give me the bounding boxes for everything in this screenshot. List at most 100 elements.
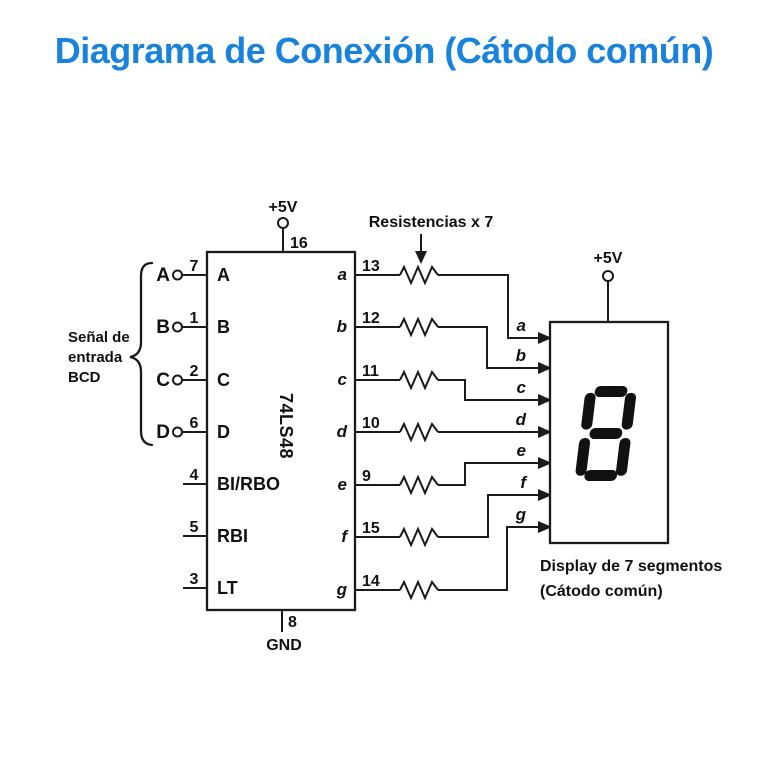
input-d-terminal-icon	[172, 426, 183, 438]
segment-g	[589, 427, 623, 440]
resistors-arrow-icon	[415, 251, 427, 264]
output-row-b: b 12 b	[337, 310, 552, 374]
ic-vcc-terminal-icon	[277, 217, 289, 229]
ic-pin-label-c: C	[217, 370, 230, 390]
bcd-label-line1: Señal de	[68, 329, 130, 346]
arrowhead-f-icon	[538, 489, 552, 501]
arrowhead-a-icon	[538, 332, 552, 344]
ic-body	[205, 250, 357, 612]
output-row-c: c 11 c	[338, 363, 552, 406]
segment-b	[621, 392, 637, 430]
ic-seg-label-c: c	[338, 370, 348, 389]
ic-seg-label-d: d	[337, 422, 348, 441]
resistor-e-icon	[399, 474, 439, 496]
wire-g	[355, 526, 539, 591]
control-row-rbi: 5 RBI	[183, 519, 248, 546]
display-seg-label-a: a	[517, 316, 526, 335]
arrowhead-b-icon	[538, 362, 552, 374]
display-caption-line1: Display de 7 segmentos	[540, 558, 722, 575]
ic-gnd-label: GND	[266, 637, 302, 654]
input-d-label: D	[156, 422, 170, 443]
ic-seg-label-b: b	[337, 317, 347, 336]
ic-pin-label-rbi: RBI	[217, 526, 248, 546]
input-row-d: D 6 D	[156, 415, 230, 443]
ic-seg-label-g: g	[336, 580, 348, 599]
input-b-terminal-icon	[172, 321, 183, 333]
ic-pin-label-birbo: BI/RBO	[217, 474, 280, 494]
display-seg-label-c: c	[517, 378, 527, 397]
input-a-pin-number: 7	[190, 258, 199, 275]
input-c-label: C	[156, 370, 170, 391]
ic-gnd-pin-number: 8	[288, 614, 297, 631]
control-row-birbo: 4 BI/RBO	[183, 467, 280, 494]
segment-f	[581, 392, 596, 430]
arrowhead-c-icon	[538, 394, 552, 406]
output-row-d: d 10 d	[337, 410, 552, 443]
input-a-terminal-icon	[172, 269, 183, 281]
display-seg-label-e: e	[517, 441, 526, 460]
wire-b	[355, 326, 539, 369]
display-seg-label-f: f	[520, 473, 528, 492]
ic-seg-label-f: f	[341, 527, 349, 546]
ic-pin-label-a: A	[217, 265, 230, 285]
page-title: Diagrama de Conexión (Cátodo común)	[54, 30, 714, 71]
resistor-d-icon	[399, 421, 439, 443]
input-c-terminal-icon	[172, 374, 183, 386]
wire-a	[355, 274, 539, 339]
display-seg-label-b: b	[516, 346, 526, 365]
wire-e	[355, 462, 539, 486]
input-d-pin-number: 6	[190, 415, 199, 432]
wire-c	[355, 379, 539, 401]
display-caption-line2: (Cátodo común)	[540, 583, 663, 600]
bcd-label-line3: BCD	[68, 369, 101, 386]
arrowhead-e-icon	[538, 457, 552, 469]
output-a-pin-number: 13	[362, 258, 380, 275]
input-b-label: B	[156, 317, 170, 338]
ic-pin-label-d: D	[217, 422, 230, 442]
bcd-label-line2: entrada	[68, 349, 123, 366]
output-b-pin-number: 12	[362, 310, 380, 327]
input-a-label: A	[156, 265, 170, 286]
resistor-f-icon	[399, 526, 439, 548]
segment-d	[584, 469, 618, 482]
input-row-b: B 1 B	[156, 310, 230, 338]
arrowhead-d-icon	[538, 426, 552, 438]
input-row-a: A 7 A	[156, 258, 230, 286]
arrowhead-g-icon	[538, 521, 552, 533]
control-row-lt: 3 LT	[183, 571, 238, 598]
ic-seg-label-e: e	[338, 475, 347, 494]
input-b-pin-number: 1	[190, 310, 199, 327]
seven-segment-digit	[575, 386, 637, 482]
ic-pin-label-b: B	[217, 317, 230, 337]
display-seg-label-d: d	[516, 410, 527, 429]
display-vcc-label: +5V	[594, 250, 623, 267]
ic-vcc-pin-number: 16	[290, 235, 308, 252]
ic-pin-label-lt: LT	[217, 578, 238, 598]
resistor-c-icon	[399, 369, 439, 391]
output-row-g: g 14 g	[336, 505, 552, 601]
segment-a	[594, 386, 628, 398]
output-g-pin-number: 14	[362, 573, 380, 590]
resistor-a-icon	[399, 264, 439, 286]
display-vcc-terminal-icon	[602, 270, 614, 282]
ic-vcc-label: +5V	[269, 199, 298, 216]
resistors-label: Resistencias x 7	[369, 214, 494, 231]
display-seg-label-g: g	[515, 505, 527, 524]
output-row-e: e 9 e	[338, 441, 552, 496]
output-row-a: a 13 a	[338, 258, 552, 344]
ic-name-label: 74LS48	[276, 393, 296, 459]
input-row-c: C 2 C	[156, 363, 230, 391]
control-rbi-pin-number: 5	[190, 519, 199, 536]
segment-e	[575, 437, 591, 476]
output-row-f: f 15 f	[341, 473, 552, 548]
wire-f	[355, 494, 539, 538]
segment-c	[616, 437, 631, 476]
output-f-pin-number: 15	[362, 520, 380, 537]
resistor-b-icon	[399, 316, 439, 338]
output-c-pin-number: 11	[362, 363, 379, 380]
control-birbo-pin-number: 4	[190, 467, 199, 484]
output-d-pin-number: 10	[362, 415, 380, 432]
resistor-g-icon	[399, 579, 439, 601]
